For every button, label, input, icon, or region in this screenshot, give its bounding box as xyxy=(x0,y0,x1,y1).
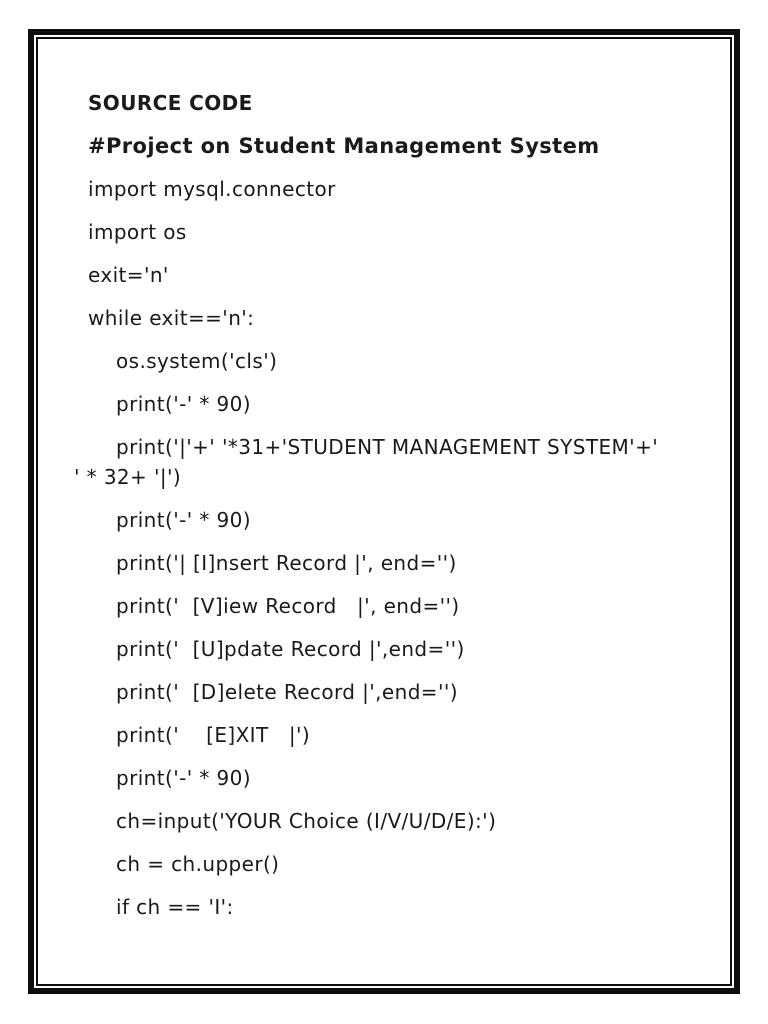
page-border-inner: SOURCE CODE #Project on Student Manageme… xyxy=(36,37,732,986)
project-title: #Project on Student Management System xyxy=(88,134,600,158)
code-line-wrapped: ' * 32+ '|') xyxy=(74,465,182,489)
section-heading: SOURCE CODE xyxy=(88,91,253,115)
code-line: exit='n' xyxy=(88,263,169,287)
code-line: print(' [V]iew Record |', end='') xyxy=(116,594,460,618)
source-code-section: SOURCE CODE #Project on Student Manageme… xyxy=(74,88,724,935)
code-line: while exit=='n': xyxy=(88,306,255,330)
code-line: print(' [D]elete Record |',end='') xyxy=(116,680,458,704)
code-line: print(' [U]pdate Record |',end='') xyxy=(116,637,465,661)
page-border-outer: SOURCE CODE #Project on Student Manageme… xyxy=(28,29,740,994)
code-line: print('| [I]nsert Record |', end='') xyxy=(116,551,457,575)
code-line: os.system('cls') xyxy=(116,349,278,373)
code-line: import os xyxy=(88,220,187,244)
code-line: if ch == 'I': xyxy=(116,895,234,919)
code-line: print('|'+' '*31+'STUDENT MANAGEMENT SYS… xyxy=(116,435,659,459)
code-line: print('-' * 90) xyxy=(116,766,251,790)
code-line: print('-' * 90) xyxy=(116,392,251,416)
code-line: import mysql.connector xyxy=(88,177,336,201)
code-line: ch=input('YOUR Choice (I/V/U/D/E):') xyxy=(116,809,497,833)
code-line: print('-' * 90) xyxy=(116,508,251,532)
code-line: print(' [E]XIT |') xyxy=(116,723,311,747)
code-line: ch = ch.upper() xyxy=(116,852,280,876)
